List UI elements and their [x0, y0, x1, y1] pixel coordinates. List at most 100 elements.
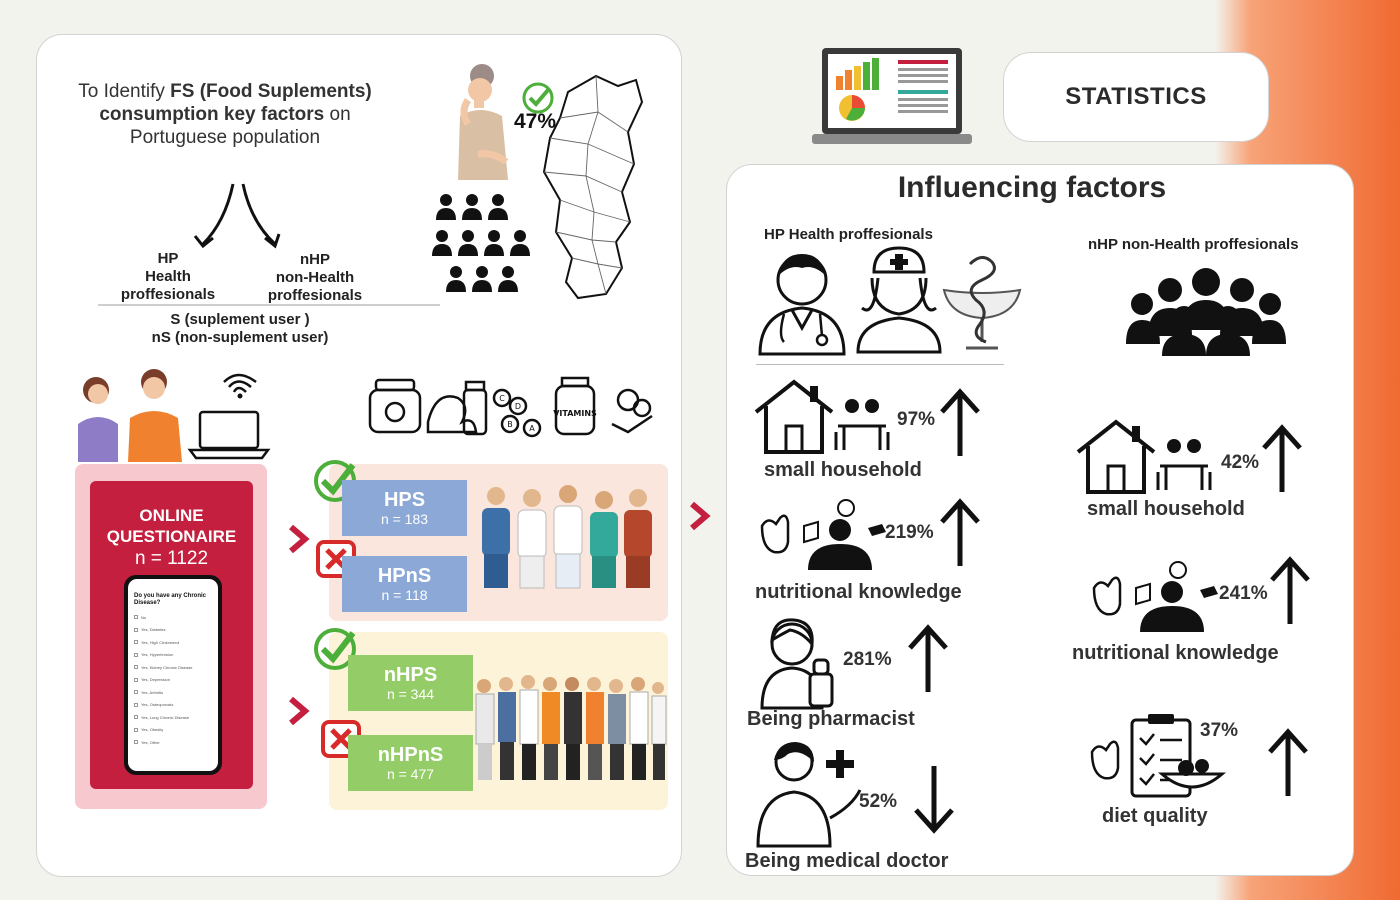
woman-taking-supplement-icon: [458, 64, 509, 180]
questionnaire-title: ONLINE QUESTIONAIRE: [106, 506, 237, 546]
check-icon: [314, 628, 356, 670]
phone-option-label: Yes, Obesity: [141, 727, 164, 732]
split-arrows-icon: [193, 183, 281, 249]
hp-split-label: HP Health proffesionals: [120, 250, 216, 303]
checkbox-icon: [134, 727, 138, 732]
medical-doctor-icon: [756, 742, 862, 848]
nhpns-name: nHPnS: [377, 744, 444, 766]
phone-option: Yes, Obesity: [134, 727, 212, 732]
influencing-factors-title: Influencing factors: [897, 171, 1167, 204]
phone-option: Yes, Arthritis: [134, 690, 212, 695]
objective-key: FS (Food Suplements) consumption key fac…: [99, 81, 372, 125]
supplement-use-percent: 47%: [514, 110, 557, 133]
factor-percent: 52%: [859, 791, 898, 812]
phone-option: Yes, Lung Chronic Disease: [134, 715, 212, 720]
arrow-up-icon: [940, 388, 980, 456]
pharmacy-symbol-icon: [942, 256, 1022, 350]
factor-percent: 281%: [843, 649, 892, 670]
supplements-icon: VITAMINS C D B A: [368, 376, 653, 438]
factor-label: small household: [764, 459, 922, 481]
statistics-label: STATISTICS: [1003, 52, 1269, 142]
phone-option-label: No: [141, 614, 147, 620]
hp-column-heading: HP Health proffesionals: [764, 226, 933, 243]
health-professionals-illustration: [482, 485, 652, 589]
diet-quality-icon: [1090, 714, 1227, 798]
hps-name: HPS: [383, 489, 426, 511]
checkbox-icon: [134, 702, 138, 707]
checkbox-icon: [134, 615, 138, 619]
phone-option: Yes, Other: [134, 740, 212, 745]
phone-option-label: Yes, Diabetes: [141, 627, 166, 632]
divider: [98, 304, 440, 306]
arrow-down-icon: [914, 766, 954, 834]
factor-label: nutritional knowledge: [755, 581, 962, 603]
nhps-group: nHPS n = 344: [348, 655, 473, 711]
household-icon: [754, 379, 890, 454]
ns-label: nS (non-suplement user): [151, 329, 329, 346]
arrow-up-icon: [940, 498, 980, 566]
nutritional-knowledge-icon: [760, 499, 886, 570]
svg-text:C: C: [499, 394, 505, 403]
hpns-name: HPnS: [377, 565, 432, 587]
questionnaire-n: n = 1122: [134, 548, 209, 569]
factor-label: small household: [1087, 498, 1245, 520]
household-icon: [1076, 419, 1212, 494]
objective-prefix: To Identify: [78, 81, 171, 102]
portugal-map-icon: [542, 74, 644, 300]
phone-option: Yes, Depression: [134, 677, 212, 682]
phone-option-label: Yes, Hypertension: [141, 652, 174, 657]
factor-percent: 37%: [1200, 720, 1239, 741]
phone-option-label: Yes, High Cholesterol: [141, 639, 180, 645]
people-group-icon: [1126, 268, 1286, 356]
svg-text:D: D: [515, 402, 521, 411]
phone-option: Yes, Hypertension: [134, 652, 212, 657]
phone-option-label: Yes, Lung Chronic Disease: [141, 714, 190, 720]
phone-option-label: Yes, Other: [141, 739, 160, 745]
nhpns-group: nHPnS n = 477: [348, 735, 473, 791]
respondents-icon: [78, 369, 271, 462]
nhps-name: nHPS: [383, 664, 438, 686]
phone-option: Yes, Osteoporosis: [134, 702, 212, 707]
factor-percent: 241%: [1219, 583, 1268, 604]
checkbox-icon: [134, 652, 138, 657]
chevron-right-icon: [289, 696, 310, 726]
population-icon: [432, 194, 530, 292]
phone-option: Yes, Kidney Chronic Disease: [134, 665, 212, 670]
phone-option: Yes, High Cholesterol: [134, 640, 212, 645]
chevron-right-icon: [690, 501, 711, 531]
phone-option-label: Yes, Arthritis: [141, 689, 164, 695]
objective-suffix: on Portuguese population: [129, 104, 351, 148]
pharmacist-icon: [760, 618, 834, 710]
phone-option-label: Yes, Osteoporosis: [141, 702, 174, 707]
hps-group: HPS n = 183: [342, 480, 467, 536]
phone-question: Do you have any Chronic Disease?: [134, 593, 207, 606]
arrow-up-icon: [908, 624, 948, 692]
phone-option: No: [134, 615, 212, 620]
factor-percent: 42%: [1221, 452, 1260, 473]
laptop-statistics-icon: [812, 48, 972, 144]
factor-percent: 97%: [897, 409, 936, 430]
checkbox-icon: [134, 640, 138, 644]
arrow-up-icon: [1262, 424, 1302, 492]
nhpns-n: n = 477: [386, 766, 435, 782]
checkbox-icon: [134, 690, 138, 694]
arrow-up-icon: [1268, 728, 1308, 796]
svg-text:A: A: [529, 424, 535, 433]
hpns-n: n = 118: [381, 587, 428, 603]
checkbox-icon: [134, 665, 138, 669]
hpns-group: HPnS n = 118: [342, 556, 467, 612]
nhp-column-heading: nHP non-Health proffesionals: [1088, 236, 1299, 253]
checkbox-icon: [134, 677, 138, 682]
user-definition: S (suplement user ) nS (non-suplement us…: [110, 311, 370, 347]
study-objective: To Identify FS (Food Suplements) consump…: [60, 80, 390, 149]
nurse-icon: [856, 246, 942, 354]
workers-illustration: [475, 675, 667, 780]
phone-option-label: Yes, Kidney Chronic Disease: [141, 664, 193, 670]
check-icon: [522, 82, 554, 114]
factor-label: diet quality: [1102, 805, 1208, 827]
factor-label: nutritional knowledge: [1072, 642, 1279, 664]
s-label: S (suplement user ): [170, 311, 310, 328]
